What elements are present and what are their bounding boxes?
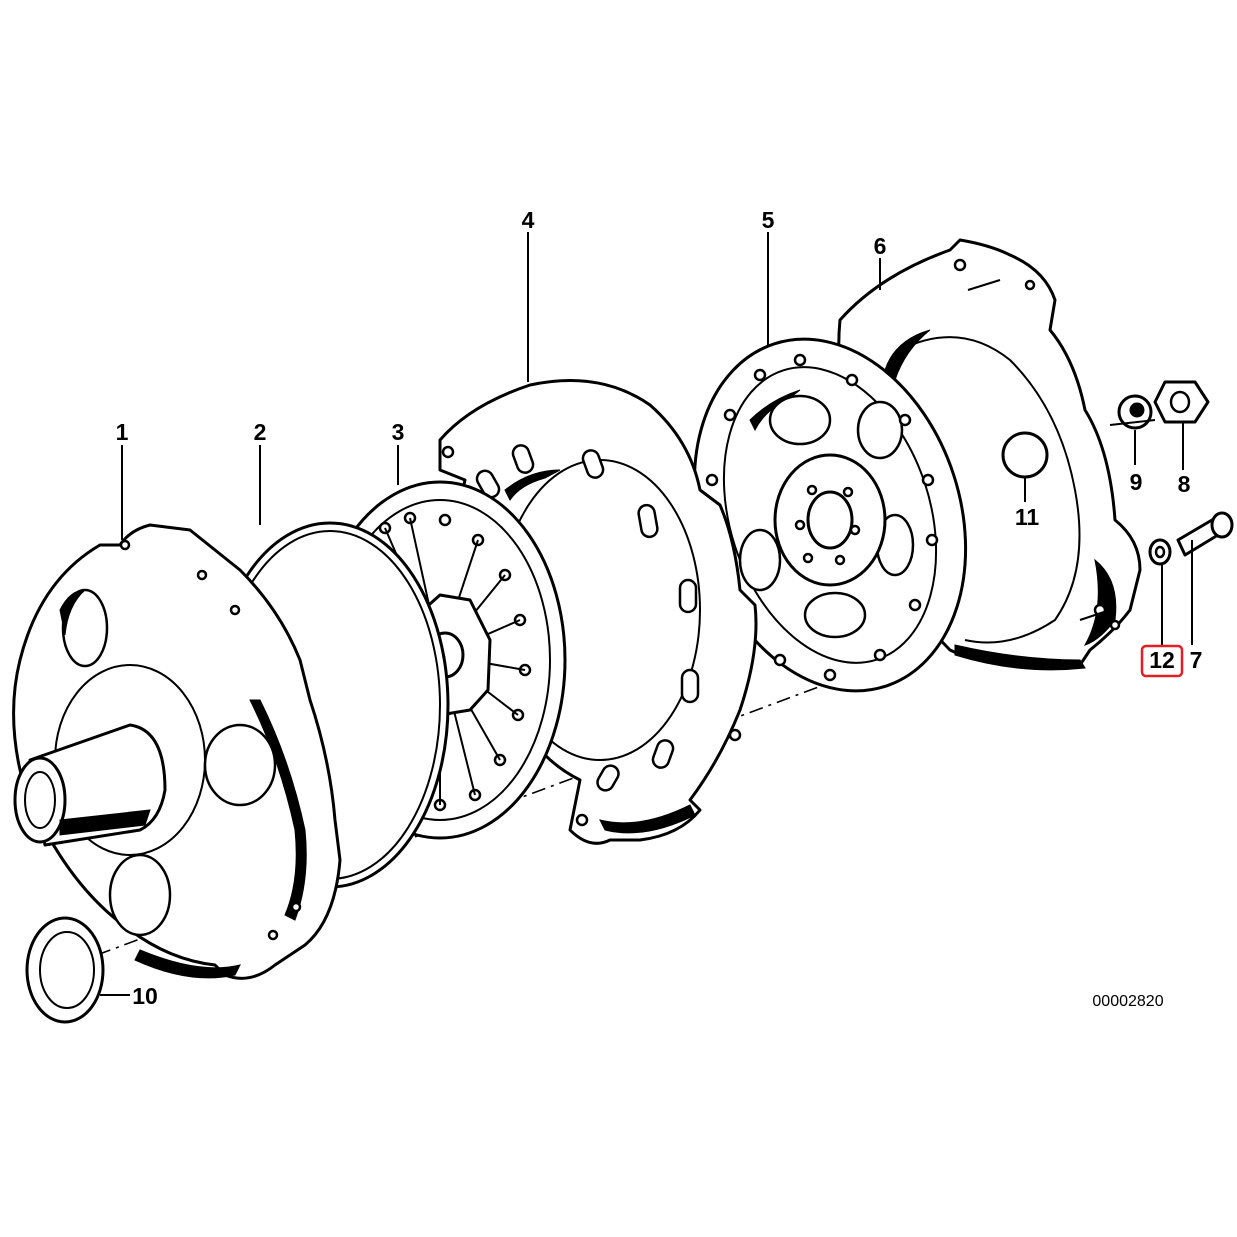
part-11-o-ring[interactable]: [1001, 431, 1049, 479]
callout-5[interactable]: 5: [762, 207, 775, 233]
drive-plate-bolt-holes: [705, 353, 939, 682]
pressure-plate-slots: [475, 444, 700, 792]
callout-11[interactable]: 11: [1015, 504, 1040, 530]
part-7-bolt[interactable]: [1176, 511, 1234, 557]
callout-4[interactable]: 4: [522, 207, 535, 233]
callout-8[interactable]: 8: [1178, 471, 1191, 497]
callout-10[interactable]: 10: [132, 983, 158, 1009]
leader-lines: [100, 232, 1193, 996]
part-1-housing[interactable]: [12, 523, 342, 980]
callout-7[interactable]: 7: [1190, 647, 1203, 673]
part-5-drive-plate[interactable]: [651, 304, 1010, 727]
callout-12-highlight-box: [1140, 644, 1184, 678]
callout-2[interactable]: 2: [254, 419, 267, 445]
part-4-pressure-plate[interactable]: [438, 379, 758, 845]
part-10-seal-ring[interactable]: [25, 916, 105, 1024]
callout-3[interactable]: 3: [392, 419, 405, 445]
callout-9[interactable]: 9: [1130, 469, 1143, 495]
callout-labels: 1 2 3 4 5 6 7 8 9 10 11 12: [116, 207, 1203, 1009]
part-12-washer[interactable]: [1148, 538, 1172, 566]
part-9-bushing[interactable]: [1117, 394, 1153, 430]
part-8-hex-nut[interactable]: [1153, 380, 1210, 424]
diagram-reference-number: 00002820: [1092, 993, 1163, 1010]
callout-6[interactable]: 6: [874, 233, 887, 259]
callout-1[interactable]: 1: [116, 419, 129, 445]
input-shaft: [13, 723, 167, 847]
callout-12[interactable]: 12: [1149, 647, 1175, 673]
